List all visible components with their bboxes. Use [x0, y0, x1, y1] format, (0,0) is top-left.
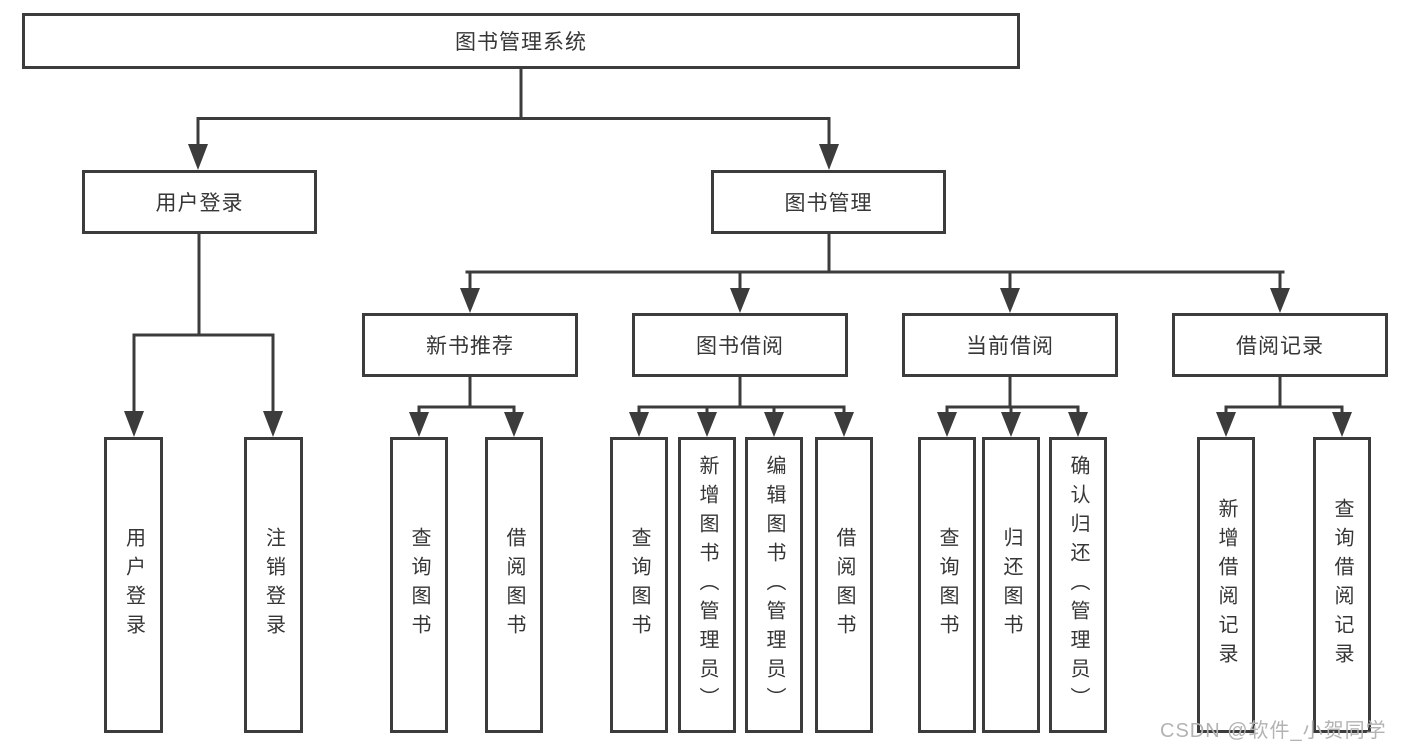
leaf-borrow-books-label: 借阅图书 [833, 527, 855, 643]
leaf-query-borrow-record: 查询借阅记录 [1313, 437, 1371, 733]
csdn-watermark: CSDN @软件_小贺同学 [1160, 720, 1387, 742]
leaf-borrow-books-recommend-label: 借阅图书 [503, 527, 525, 643]
node-book-borrow-label: 图书借阅 [696, 335, 784, 358]
leaf-query-books-recommend-label: 查询图书 [408, 527, 430, 643]
leaf-logout: 注销登录 [244, 437, 303, 733]
leaf-borrow-books-recommend: 借阅图书 [485, 437, 543, 733]
node-user-login: 用户登录 [82, 170, 317, 234]
node-book-management-label: 图书管理 [784, 192, 873, 215]
node-current-borrow: 当前借阅 [902, 313, 1118, 377]
leaf-query-books-current: 查询图书 [918, 437, 976, 733]
node-user-login-label: 用户登录 [155, 192, 244, 215]
leaf-query-books-current-label: 查询图书 [936, 527, 958, 643]
node-book-management: 图书管理 [711, 170, 946, 234]
leaf-user-login: 用户登录 [104, 437, 163, 733]
edge-user-login-to-leaves [124, 234, 283, 437]
node-current-borrow-label: 当前借阅 [966, 335, 1054, 358]
node-book-borrow: 图书借阅 [632, 313, 848, 377]
leaf-borrow-books: 借阅图书 [815, 437, 873, 733]
leaf-query-borrow-record-label: 查询借阅记录 [1331, 498, 1353, 672]
leaf-edit-book-admin-label: 编辑图书（管理员） [763, 454, 785, 716]
edge-root-to-level2 [188, 69, 839, 170]
leaf-user-login-label: 用户登录 [122, 527, 145, 643]
leaf-confirm-return-admin-label: 确认归还（管理员） [1067, 454, 1089, 716]
node-library-system-label: 图书管理系统 [455, 31, 587, 54]
leaf-return-books-label: 归还图书 [1000, 527, 1022, 643]
leaf-query-books-recommend: 查询图书 [390, 437, 448, 733]
leaf-edit-book-admin: 编辑图书（管理员） [745, 437, 803, 733]
leaf-query-books-borrow-label: 查询图书 [628, 527, 650, 643]
node-borrow-records: 借阅记录 [1172, 313, 1388, 377]
leaf-add-book-admin-label: 新增图书（管理员） [696, 454, 718, 716]
node-new-book-recommend: 新书推荐 [362, 313, 578, 377]
leaf-logout-label: 注销登录 [262, 527, 285, 643]
node-library-system: 图书管理系统 [22, 13, 1020, 69]
leaf-add-borrow-record: 新增借阅记录 [1197, 437, 1255, 733]
edge-current-borrow-to-leaves [937, 377, 1088, 437]
edge-new-book-recommend-to-leaves [409, 377, 524, 437]
node-borrow-records-label: 借阅记录 [1236, 335, 1324, 358]
leaf-query-books-borrow: 查询图书 [610, 437, 668, 733]
edge-book-borrow-to-leaves [629, 377, 854, 437]
node-new-book-recommend-label: 新书推荐 [426, 335, 514, 358]
leaf-add-book-admin: 新增图书（管理员） [678, 437, 736, 733]
leaf-confirm-return-admin: 确认归还（管理员） [1049, 437, 1107, 733]
edge-book-mgmt-to-level3 [460, 234, 1290, 313]
leaf-add-borrow-record-label: 新增借阅记录 [1215, 498, 1237, 672]
leaf-return-books: 归还图书 [982, 437, 1040, 733]
edge-borrow-records-to-leaves [1216, 377, 1352, 437]
